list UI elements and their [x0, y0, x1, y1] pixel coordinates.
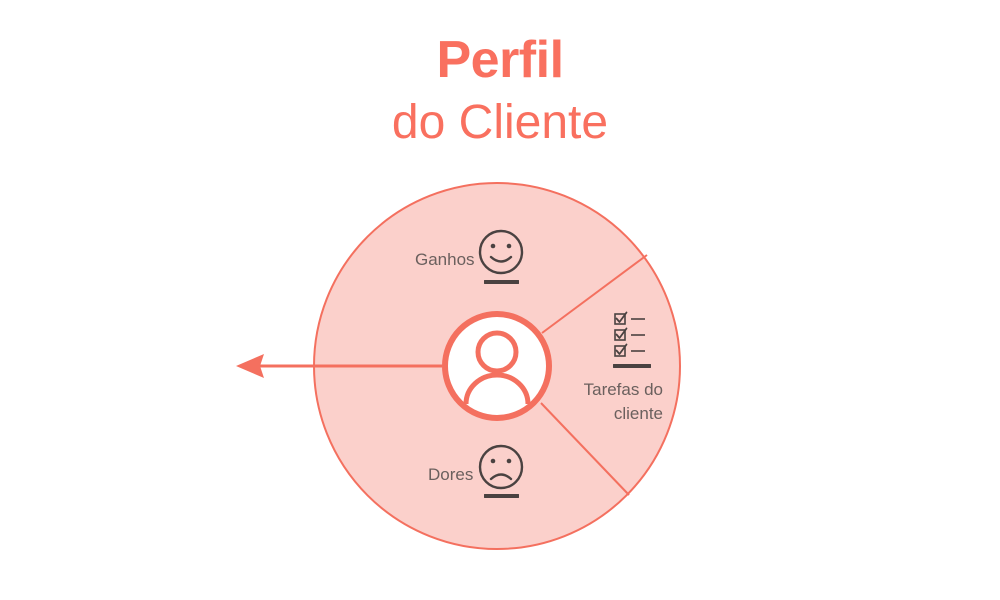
title-subtitle: do Cliente [391, 96, 609, 149]
dores-underline [484, 494, 519, 498]
divider-lower-right [540, 402, 630, 496]
segment-label-tarefas: Tarefas do cliente [567, 378, 663, 426]
segment-label-dores: Dores [428, 465, 474, 484]
segment-label-tarefas-line1: Tarefas do [583, 380, 663, 399]
checklist-icon [614, 311, 645, 357]
tarefas-underline [613, 364, 651, 368]
title-main: Perfil [436, 31, 564, 89]
person-icon [463, 330, 531, 405]
segment-label-tarefas-line2: cliente [613, 404, 663, 424]
left-arrow-head [236, 354, 264, 378]
page-title: Perfil do Cliente [0, 34, 1000, 147]
smiley-face-icon [478, 229, 524, 275]
segment-label-ganhos: Ganhos [415, 250, 475, 269]
sad-face-icon [478, 444, 524, 490]
ganhos-underline [484, 280, 519, 284]
divider-upper-right [541, 254, 648, 334]
center-circle [442, 311, 552, 421]
